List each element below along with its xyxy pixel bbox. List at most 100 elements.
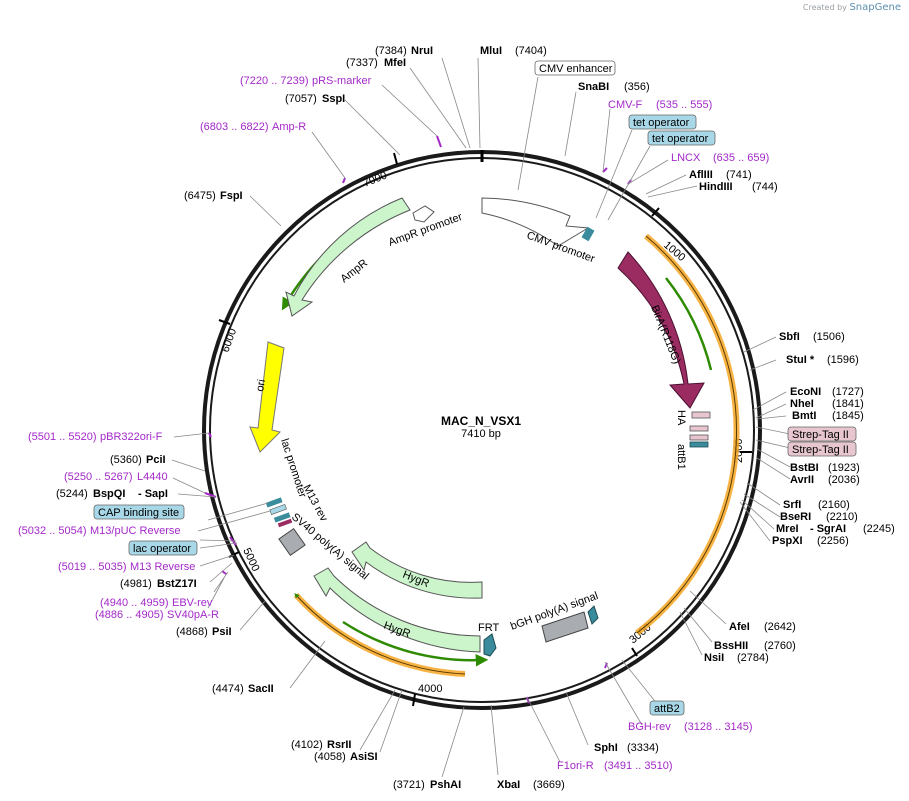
primer-prs-marker: pRS-marker	[312, 75, 372, 87]
svg-text:(5032 .. 5054): (5032 .. 5054)	[18, 525, 87, 537]
site-bmti: BmtI	[792, 410, 816, 422]
cmv-promoter-teal-marker	[581, 226, 595, 242]
svg-text:(1596): (1596)	[827, 354, 859, 366]
svg-text:FRT: FRT	[478, 622, 499, 634]
site-sphi: SphI	[594, 742, 618, 754]
site-nsii: NsiI	[704, 652, 724, 664]
cmv-promoter-feature: CMV promoter	[481, 197, 597, 265]
tag-stripe-2	[689, 434, 709, 441]
svg-text:(2760): (2760)	[764, 640, 796, 652]
svg-text:Strep-Tag II: Strep-Tag II	[792, 429, 849, 441]
site-pspxi: PspXI	[772, 535, 803, 547]
box-tet-operator-2: tet operator	[647, 130, 716, 146]
svg-text:(5019 .. 5035): (5019 .. 5035)	[58, 561, 127, 573]
svg-text:ori: ori	[254, 378, 268, 392]
svg-text:(4981): (4981)	[120, 578, 152, 590]
primer-amp-r: Amp-R	[272, 121, 306, 133]
sv40-polya-feature	[278, 527, 306, 557]
lac-operator-marker	[273, 512, 291, 523]
svg-text:(1923): (1923)	[828, 462, 860, 474]
box-attb2: attB2	[649, 700, 685, 716]
svg-text:CMV enhancer: CMV enhancer	[539, 63, 613, 75]
svg-text:(1506): (1506)	[813, 331, 845, 343]
svg-text:attB2: attB2	[654, 703, 680, 715]
svg-text:(4474): (4474)	[212, 683, 244, 695]
svg-text:lac operator: lac operator	[133, 543, 191, 555]
svg-text:(5501 .. 5520): (5501 .. 5520)	[28, 431, 97, 443]
site-mlui: MluI	[480, 45, 502, 57]
bgh-polya-feature: bGH poly(A) signal	[509, 590, 600, 643]
primer-m13-puc-reverse: M13/pUC Reverse	[90, 525, 180, 537]
box-cap-binding-site: CAP binding site	[93, 504, 185, 520]
ha-tag: HA	[675, 410, 711, 426]
box-cmv-enhancer: CMV enhancer	[534, 60, 616, 76]
svg-text:(635 .. 659): (635 .. 659)	[713, 152, 769, 164]
svg-text:7000: 7000	[362, 169, 389, 189]
site-bstz17i: BstZ17I	[157, 578, 197, 590]
attb2-marker	[587, 605, 599, 625]
svg-text:(1841): (1841)	[832, 398, 864, 410]
primer-sv40pa-r: SV40pA-R	[167, 609, 219, 621]
primer-cmv-f: CMV-F	[608, 99, 643, 111]
lac-promoter-marker	[265, 497, 283, 508]
ori-feature: ori	[249, 341, 285, 453]
backbone	[202, 150, 762, 710]
svg-text:(4886 .. 4905): (4886 .. 4905)	[95, 609, 164, 621]
svg-text:(356): (356)	[624, 81, 650, 93]
svg-text:(3669): (3669)	[533, 779, 565, 791]
site-pshai: PshAI	[430, 779, 461, 791]
svg-text:(2642): (2642)	[764, 621, 796, 633]
site-stui: StuI *	[786, 354, 815, 366]
svg-text:(3721): (3721)	[393, 779, 425, 791]
leader-lines	[171, 57, 791, 778]
tag-stripe-1	[689, 425, 709, 432]
svg-text:(2245): (2245)	[863, 523, 895, 535]
green-orf-arc-bira	[665, 277, 713, 371]
svg-text:(7404): (7404)	[515, 45, 547, 57]
svg-text:(1727): (1727)	[832, 386, 864, 398]
svg-text:(1845): (1845)	[832, 410, 864, 422]
svg-text:(7057): (7057)	[285, 93, 317, 105]
primer-pbr322ori-f: pBR322ori-F	[100, 431, 163, 443]
svg-text:(2256): (2256)	[817, 535, 849, 547]
box-tet-operator-1: tet operator	[628, 114, 697, 130]
svg-text:(5244): (5244)	[56, 488, 88, 500]
svg-text:(2210): (2210)	[826, 511, 858, 523]
svg-text:(4058): (4058)	[314, 751, 346, 763]
frt-feature: FRT	[478, 622, 499, 657]
svg-text:(4868): (4868)	[176, 626, 208, 638]
svg-text:CAP binding site: CAP binding site	[98, 507, 179, 519]
svg-text:AmpR: AmpR	[338, 257, 370, 285]
tick-7000: 7000	[362, 152, 398, 190]
primer-l4440: L4440	[137, 471, 168, 483]
svg-text:(5360): (5360)	[110, 454, 142, 466]
svg-text:(6803 .. 6822): (6803 .. 6822)	[200, 121, 269, 133]
site-snabi: SnaBI	[578, 81, 609, 93]
orange-orf-arc-right-inner	[636, 235, 738, 634]
svg-text:(741): (741)	[726, 169, 752, 181]
site-bspqi: BspQI	[93, 488, 125, 500]
site-avrii: AvrII	[790, 474, 814, 486]
site-xbai: XbaI	[497, 779, 520, 791]
site-asisi: AsiSI	[350, 751, 378, 763]
svg-text:(5250 .. 5267): (5250 .. 5267)	[64, 471, 133, 483]
svg-text:tet operator: tet operator	[633, 117, 690, 129]
site-srfi: SrfI	[783, 499, 801, 511]
site-econi: EcoNI	[790, 386, 821, 398]
svg-text:(3128 .. 3145): (3128 .. 3145)	[684, 721, 753, 733]
site-bstbi: BstBI	[790, 462, 819, 474]
site-psii: PsiI	[212, 626, 232, 638]
primer-f1ori-r: F1ori-R	[557, 760, 594, 772]
plasmid-size: 7410 bp	[461, 428, 501, 440]
site-nhei: NheI	[790, 398, 814, 410]
svg-text:tet operator: tet operator	[652, 133, 709, 145]
site-mrei: MreI	[776, 523, 799, 535]
site-sspi: SspI	[322, 93, 345, 105]
bira-feature: BirA(R118G)	[617, 251, 705, 409]
svg-text:Strep-Tag II: Strep-Tag II	[792, 444, 849, 456]
site-afei: AfeI	[729, 621, 750, 633]
primer-labels: (7220 .. 7239) pRS-marker (6803 .. 6822)…	[18, 75, 769, 772]
site-mfei: MfeI	[384, 57, 406, 69]
svg-text:(7220 .. 7239): (7220 .. 7239)	[240, 75, 309, 87]
